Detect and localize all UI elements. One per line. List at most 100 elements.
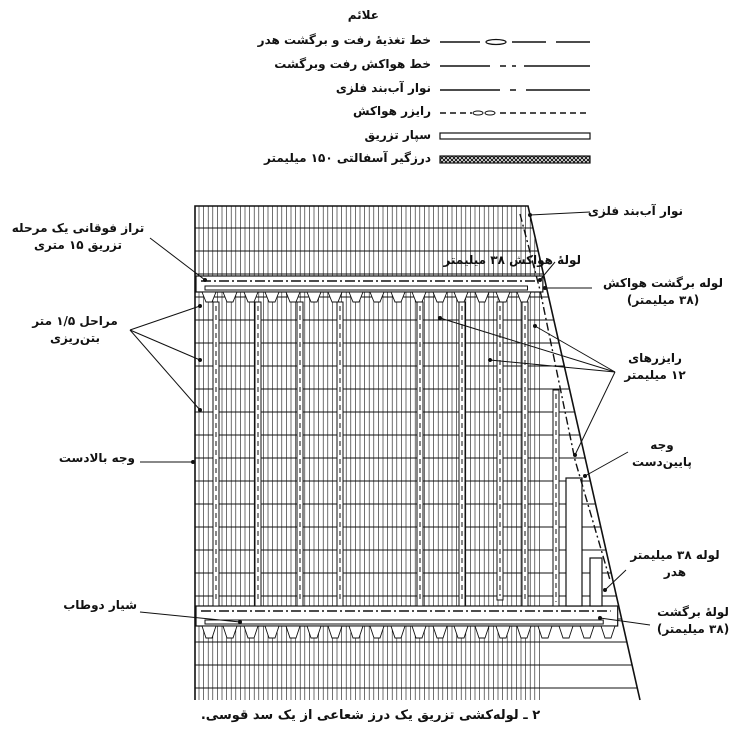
leader-dot [198, 358, 202, 362]
leader-line [439, 317, 616, 373]
leader-line [599, 617, 651, 626]
label-return-pipe: لولهٔ برگشت (۳۸ میلیمتر) [648, 604, 738, 638]
label-vent-return: لوله برگشت هواکش (۳۸ میلیمتر) [588, 275, 738, 309]
grout-outlet [390, 625, 406, 639]
grout-outlet [579, 625, 595, 639]
leader-line [139, 611, 241, 623]
grout-outlet [222, 291, 238, 303]
grout-outlet [327, 291, 343, 303]
grout-outlet [369, 625, 385, 639]
grout-outlet [306, 291, 322, 303]
header-pipe [204, 285, 528, 291]
header-pipe [204, 619, 604, 625]
label-downstream-line2: پایین‌دست [632, 455, 692, 469]
legend-label-header-line: خط تغذیهٔ رفت و برگشت هدر [257, 33, 431, 47]
header-band [195, 275, 544, 293]
leader-dot [528, 213, 532, 217]
label-top-level: تراز فوقانی یک مرحله تزریق ۱۵ متری [8, 220, 148, 254]
grout-outlet [432, 291, 448, 303]
label-stages: مراحل ۱/۵ متر بتن‌ریزی [20, 313, 130, 347]
legend-symbol-header-line [440, 38, 590, 46]
leader-dot [438, 316, 442, 320]
grout-outlet [264, 625, 280, 639]
label-risers: رایزرهای ۱۲ میلیمتر [615, 350, 695, 384]
label-top-level-line2: تزریق ۱۵ متری [33, 238, 122, 252]
header-band [195, 605, 619, 627]
label-dovetail-groove: شیار دوطاب [63, 598, 137, 612]
leader-dot [598, 616, 602, 620]
leader-line [529, 211, 591, 216]
label-vent-pipe: لولهٔ هواکش ۳۸ میلیمتر [443, 253, 581, 267]
legend-label-waterstop: نوار آب‌بند فلزی [335, 81, 431, 95]
label-downstream-line1: وجه [650, 438, 674, 452]
leader-dot [583, 474, 587, 478]
label-upstream-face: وجه بالادست [58, 451, 135, 465]
grout-outlet [285, 625, 301, 639]
grout-outlet [285, 291, 301, 303]
leader-dot [533, 324, 537, 328]
label-header-pipe-line2: هدر [663, 565, 687, 579]
label-risers-line1: رایزرهای [628, 351, 682, 365]
grout-outlet [201, 291, 217, 303]
dam-outline [194, 205, 641, 701]
leader-dot [538, 278, 542, 282]
leader-line [604, 569, 627, 591]
label-header-pipe-line1: لوله ۳۸ میلیمتر [630, 548, 720, 562]
downstream-riser [565, 477, 583, 607]
grout-outlet [432, 625, 448, 639]
label-stages-line2: بتن‌ریزی [49, 331, 101, 345]
label-metal-waterstop: نوار آب‌بند فلزی [587, 204, 683, 218]
grout-outlet [306, 625, 322, 639]
label-vent-return-line2: (۳۸ میلیمتر) [626, 293, 700, 307]
grout-outlet [222, 625, 238, 639]
grout-outlet [474, 625, 490, 639]
leader-dot [573, 453, 577, 457]
grout-outlet [411, 291, 427, 303]
grout-outlet [453, 625, 469, 639]
leader-lines [129, 211, 651, 626]
leader-dot [238, 620, 242, 624]
leader-dot [603, 588, 607, 592]
leader-line [534, 325, 616, 373]
leader-dot [198, 304, 202, 308]
leader-line [489, 359, 616, 373]
grout-outlet [243, 291, 259, 303]
grout-outlet [600, 625, 616, 639]
leader-dot [203, 278, 207, 282]
downstream-riser-lower [589, 557, 603, 607]
label-risers-line2: ۱۲ میلیمتر [624, 368, 686, 382]
grout-outlet [327, 625, 343, 639]
legend-label-vent-line: خط هواکش رفت وبرگشت [274, 57, 431, 71]
label-vent-return-line1: لوله برگشت هواکش [603, 276, 723, 290]
legend-symbol-grout-spar [439, 132, 591, 140]
grout-outlet [474, 291, 490, 303]
leader-line [129, 305, 201, 331]
grout-outlet [348, 291, 364, 303]
grout-outlet [558, 625, 574, 639]
label-downstream-face: وجه پایین‌دست [622, 437, 702, 471]
label-header-pipe: لوله ۳۸ میلیمتر هدر [620, 547, 730, 581]
grout-outlet [516, 291, 532, 303]
leader-dot [488, 358, 492, 362]
leader-dot [198, 408, 202, 412]
legend-symbol-vent-riser [440, 110, 590, 116]
grout-outlet [264, 291, 280, 303]
leader-line [129, 329, 201, 361]
leader-line [129, 329, 201, 411]
grout-outlet [369, 291, 385, 303]
metal-waterstop [519, 213, 611, 581]
leader-line [574, 371, 616, 456]
grout-outlet [495, 291, 511, 303]
leader-line [149, 237, 206, 281]
label-return-pipe-line1: لولهٔ برگشت [657, 605, 729, 619]
grout-outlet [411, 625, 427, 639]
leader-dot [191, 460, 195, 464]
grout-outlet [516, 625, 532, 639]
grout-outlet [390, 291, 406, 303]
leader-line [584, 451, 629, 477]
grout-outlet [201, 625, 217, 639]
grout-outlet [243, 625, 259, 639]
label-stages-line1: مراحل ۱/۵ متر [32, 314, 118, 328]
figure-caption: ۲ ـ لوله‌کشی تزریق یک درز شعاعی از یک سد… [200, 708, 541, 723]
legend-label-vent-riser: رایزر هواکش [353, 104, 431, 118]
